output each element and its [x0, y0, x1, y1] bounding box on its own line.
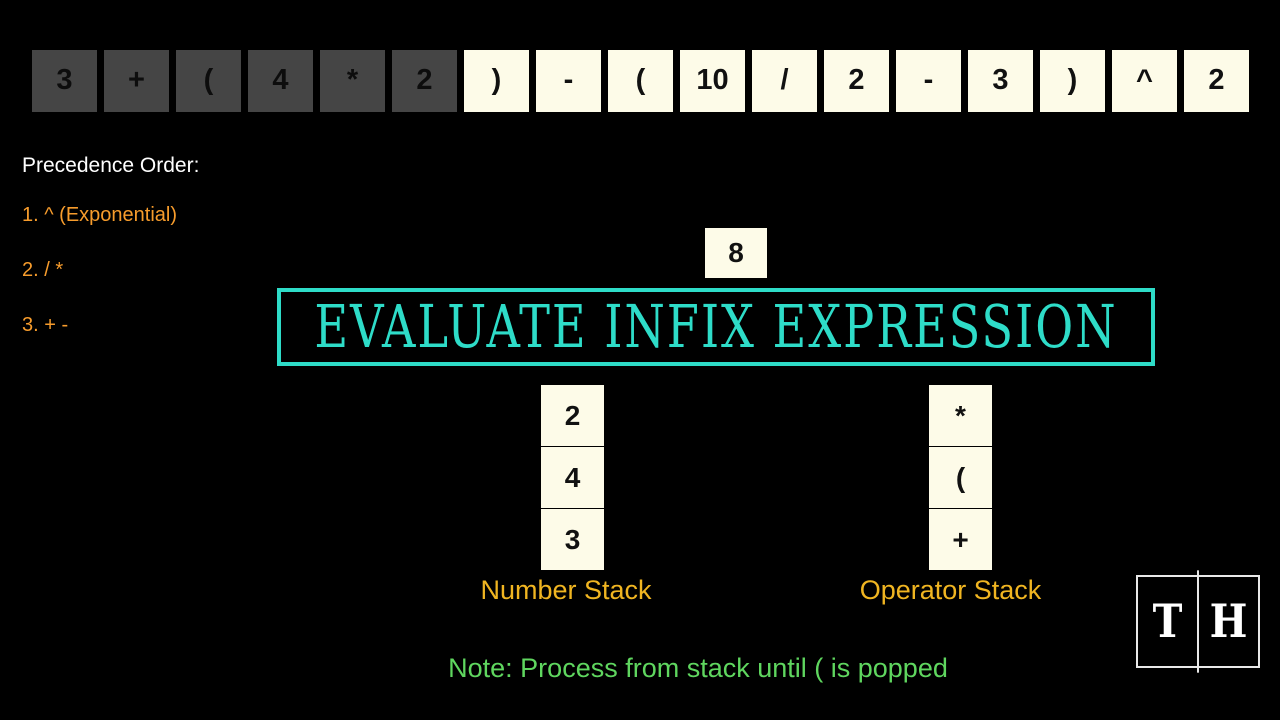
token-glyph: - [563, 63, 574, 96]
token-glyph: ^ [1136, 63, 1153, 96]
precedence-item: 3. + - [22, 314, 69, 336]
page-title: EVALUATE INFIX EXPRESSION [314, 292, 1118, 362]
logo-letter-t: T [1138, 570, 1199, 673]
precedence-item: 1. ^ (Exponential) [22, 204, 178, 226]
precedence-item: 2. / * [22, 259, 64, 281]
token-glyph: * [346, 63, 359, 96]
expression-token-row: 3 + (4 * 2) - (10 / 2 - 3) ^ 2 [32, 50, 1249, 112]
token-glyph: ) [1067, 63, 1078, 96]
token-glyph: 2 [848, 63, 865, 96]
token-glyph: 2 [1208, 63, 1225, 96]
expression-token: - [896, 50, 961, 112]
expression-token: / [752, 50, 817, 112]
expression-token: 3 [968, 50, 1033, 112]
precedence-panel: Precedence Order: 1. ^ (Exponential) 2. /… [22, 154, 342, 369]
expression-token: 10 [680, 50, 745, 112]
stack-cell: 4 [541, 447, 604, 508]
stack-cell: 3 [541, 509, 604, 570]
precedence-heading: Precedence Order: [22, 154, 200, 177]
operator-stack-label: Operator Stack [859, 575, 1042, 605]
token-glyph: 4 [272, 63, 289, 96]
logo-letter-h: H [1209, 594, 1248, 649]
expression-token: + [104, 50, 169, 112]
stack-cell: * [929, 385, 992, 446]
channel-logo: T H [1136, 570, 1260, 673]
expression-token: 2 [824, 50, 889, 112]
expression-token: ) [464, 50, 529, 112]
token-glyph: ) [491, 63, 502, 96]
expression-token: 2 [1184, 50, 1249, 112]
token-glyph: - [923, 63, 934, 96]
precedence-list: 1. ^ (Exponential) 2. / * 3. + - [22, 204, 342, 337]
expression-token: 3 [32, 50, 97, 112]
token-glyph: 10 [696, 63, 729, 96]
number-stack-label: Number Stack [480, 575, 652, 605]
token-glyph: 3 [992, 63, 1009, 96]
expression-token: ( [608, 50, 673, 112]
stack-cell: ( [929, 447, 992, 508]
operator-stack: *(+ [929, 385, 992, 570]
note-text: Note: Process from stack until ( is popp… [448, 653, 948, 683]
expression-token: 4 [248, 50, 313, 112]
token-glyph: + [128, 63, 145, 96]
expression-token: ^ [1112, 50, 1177, 112]
expression-token: ) [1040, 50, 1105, 112]
expression-token: ( [176, 50, 241, 112]
expression-token: * [320, 50, 385, 112]
token-glyph: 3 [56, 63, 73, 96]
floating-operand-tile: 8 [705, 228, 767, 278]
token-glyph: 2 [416, 63, 433, 96]
token-glyph: ( [203, 63, 214, 96]
expression-token: - [536, 50, 601, 112]
expression-token: 2 [392, 50, 457, 112]
token-glyph: ( [635, 63, 646, 96]
title-banner: EVALUATE INFIX EXPRESSION [277, 288, 1155, 366]
stack-cell: + [929, 509, 992, 570]
stack-cell: 2 [541, 385, 604, 446]
token-glyph: / [780, 63, 789, 96]
